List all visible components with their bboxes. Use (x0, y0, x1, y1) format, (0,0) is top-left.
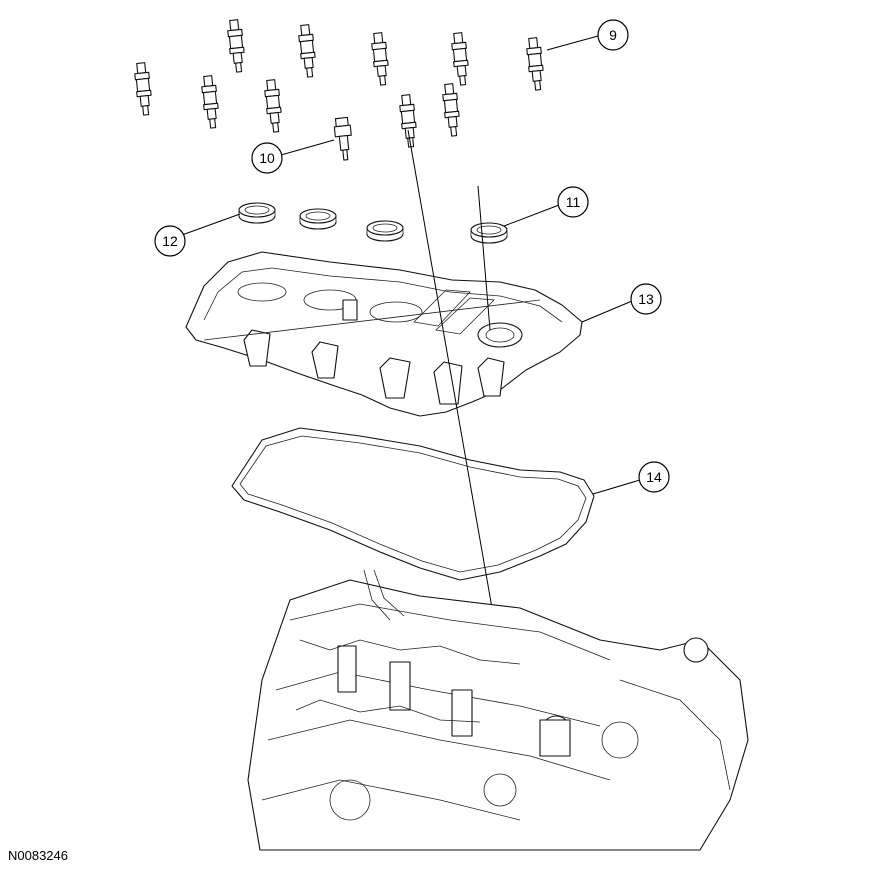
sensor-part (333, 116, 352, 161)
callout-11: 11 (503, 186, 589, 227)
callout-10: 10 (251, 139, 335, 174)
tube-seals (238, 202, 508, 244)
figure-id: N0083246 (8, 848, 68, 863)
callout-12-label: 12 (162, 233, 178, 249)
callout-9-label: 9 (609, 27, 617, 43)
alignment-line (477, 185, 491, 331)
engine-assembly (247, 569, 749, 851)
callout-10-label: 10 (259, 150, 275, 166)
callout-13: 13 (581, 283, 662, 323)
callout-14-label: 14 (646, 469, 662, 485)
callout-11-label: 11 (566, 194, 581, 210)
callout-13-label: 13 (638, 291, 654, 307)
callout-12: 12 (154, 213, 241, 257)
callout-14: 14 (592, 461, 670, 495)
valve-cover-gasket (231, 427, 595, 581)
valve-cover (185, 251, 583, 417)
callout-9: 9 (546, 19, 629, 51)
